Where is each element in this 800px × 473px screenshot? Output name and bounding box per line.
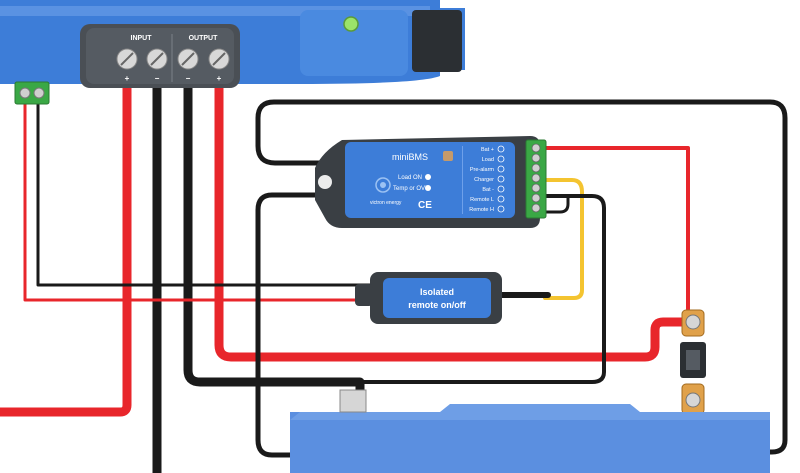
terminal-label-charger: Charger xyxy=(474,177,494,183)
fuse-bolt xyxy=(685,314,701,330)
minibms-face xyxy=(345,142,515,218)
battery-negative-terminal xyxy=(339,389,367,413)
connector-screw xyxy=(33,87,45,99)
battery-top-ridge xyxy=(290,404,770,420)
remote-switch-strain-relief xyxy=(355,284,373,306)
minibms-title: miniBMS xyxy=(392,152,428,162)
connector-screw xyxy=(19,87,31,99)
wire-output-positive xyxy=(214,83,693,362)
minibms-device: miniBMS Load ON Temp or OVP victron ener… xyxy=(315,136,547,228)
battery-body xyxy=(290,412,770,473)
wire-output-negative xyxy=(183,83,365,398)
minibms-icon xyxy=(443,151,453,161)
battery xyxy=(290,389,770,473)
terminal-label-bat-minus: Bat - xyxy=(482,187,494,193)
charger-body-highlight xyxy=(0,6,430,16)
fuse-bolt xyxy=(685,392,701,408)
minibms-terminal-labels: Bat + Load Pre-alarm Charger Bat - Remot… xyxy=(469,147,494,213)
input-label: INPUT xyxy=(131,35,153,42)
charger-end-cap xyxy=(412,10,462,72)
load-on-label: Load ON xyxy=(398,175,422,181)
wire-bms-bat-positive xyxy=(543,146,690,320)
charger-terminal-screws xyxy=(116,48,230,70)
wire-remote-red xyxy=(23,98,372,302)
wire-bms-battery-negative xyxy=(255,99,788,455)
remote-switch: Isolated remote on/off xyxy=(355,272,502,324)
charger-device: INPUT OUTPUT + − − + xyxy=(0,0,465,105)
temp-ovp-label: Temp or OVP xyxy=(393,186,429,192)
terminal-label-remote-l: Remote L xyxy=(470,197,494,203)
terminal-label-bat-plus: Bat + xyxy=(481,147,494,153)
wire-remote-cable xyxy=(543,196,570,214)
wire-bms-left-loop xyxy=(255,192,335,458)
minibms-label-divider xyxy=(462,146,463,214)
remote-switch-face xyxy=(383,278,491,318)
minibms-terminal-screws xyxy=(531,143,541,213)
fuse-window xyxy=(686,350,700,370)
wire-input-positive xyxy=(0,83,132,417)
terminal-sign: + xyxy=(217,74,222,83)
load-on-led-icon xyxy=(425,174,431,180)
remote-switch-line1: Isolated xyxy=(420,287,454,297)
terminal-sign: − xyxy=(155,74,160,83)
minibms-mount-hole xyxy=(318,175,332,189)
wire-charger-yellow xyxy=(543,178,584,300)
screw-slot xyxy=(212,52,226,66)
wires xyxy=(0,83,788,473)
wire-bms-bat-negative xyxy=(358,194,606,384)
fuse-assembly xyxy=(680,309,706,415)
brand-label: victron energy xyxy=(370,200,402,206)
screw-slot xyxy=(150,52,164,66)
screw-slot xyxy=(181,52,195,66)
victron-logo-icon xyxy=(375,177,391,193)
terminal-label-remote-h: Remote H xyxy=(469,207,494,213)
remote-switch-line2: remote on/off xyxy=(408,300,467,310)
charger-status-led xyxy=(343,16,359,32)
temp-ovp-led-icon xyxy=(425,185,431,191)
remote-connector xyxy=(14,81,50,105)
output-label: OUTPUT xyxy=(189,35,219,42)
ce-mark: CE xyxy=(418,200,432,211)
terminal-label-pre-alarm: Pre-alarm xyxy=(470,167,495,173)
charger-side-panel xyxy=(300,10,408,76)
terminal-sign: + xyxy=(125,74,130,83)
terminal-label-load: Load xyxy=(482,157,494,163)
screw-slot xyxy=(120,52,134,66)
minibms-terminal-dots xyxy=(497,145,505,213)
terminal-sign: − xyxy=(186,74,191,83)
